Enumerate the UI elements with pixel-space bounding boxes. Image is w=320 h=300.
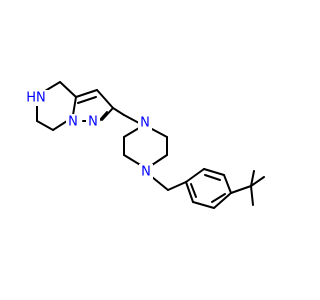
bond [204, 174, 221, 181]
benzene-ring [185, 168, 232, 209]
benzyl-linker [151, 176, 187, 191]
bond [44, 81, 61, 92]
bond [185, 168, 205, 183]
atom-labels: HN N N N N [23, 90, 153, 180]
atom-label-nh: HN [26, 91, 46, 106]
bond [98, 111, 108, 122]
bond [223, 174, 232, 194]
bond [185, 181, 194, 203]
bond [250, 176, 265, 187]
bond [123, 114, 140, 124]
atom-label-n-bridgehead: N [68, 115, 78, 130]
bond [250, 170, 255, 187]
bond [250, 185, 254, 206]
pyrazole-ring [75, 89, 114, 122]
bond [77, 96, 97, 104]
bond [192, 201, 215, 209]
bond [112, 107, 125, 116]
bond [96, 89, 114, 109]
tert-butyl-group [230, 170, 265, 206]
methylene-linker [112, 107, 140, 124]
atom-label-n-pyrazole: N [88, 115, 98, 130]
bond [149, 127, 168, 138]
bond [213, 192, 232, 209]
bond [203, 168, 225, 176]
bond [75, 89, 98, 98]
bond [59, 81, 77, 98]
bond [101, 107, 114, 121]
atom-label-n-piperazine-top: N [140, 116, 150, 131]
bond [123, 127, 140, 138]
bond [167, 181, 187, 191]
piperazine-ring [123, 127, 168, 167]
bond [211, 193, 226, 203]
bond [190, 183, 197, 198]
bond [72, 96, 77, 116]
atom-label-n-piperazine-bottom: N [141, 165, 151, 180]
bond [36, 120, 54, 131]
molecule-structure: HN N N N N [23, 81, 265, 209]
bond [151, 154, 168, 166]
bond [230, 185, 252, 194]
bond [151, 176, 169, 191]
bond [52, 120, 68, 131]
